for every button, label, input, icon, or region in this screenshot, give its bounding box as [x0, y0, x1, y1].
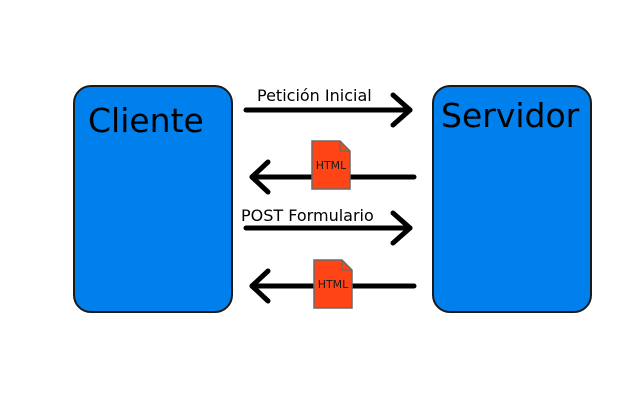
arrow-right-icon [243, 92, 413, 128]
html-document-icon: HTML [313, 259, 353, 309]
server-node: Servidor [432, 85, 592, 313]
post-form-label: POST Formulario [241, 206, 374, 225]
html-document-label: HTML [317, 278, 349, 291]
html-document-icon: HTML [311, 140, 351, 190]
arrow-right-icon [243, 210, 413, 246]
html-document-label: HTML [315, 159, 347, 172]
server-label: Servidor [441, 96, 580, 135]
client-node: Cliente [73, 85, 233, 313]
client-label: Cliente [88, 101, 204, 140]
initial-request-label: Petición Inicial [257, 86, 372, 105]
